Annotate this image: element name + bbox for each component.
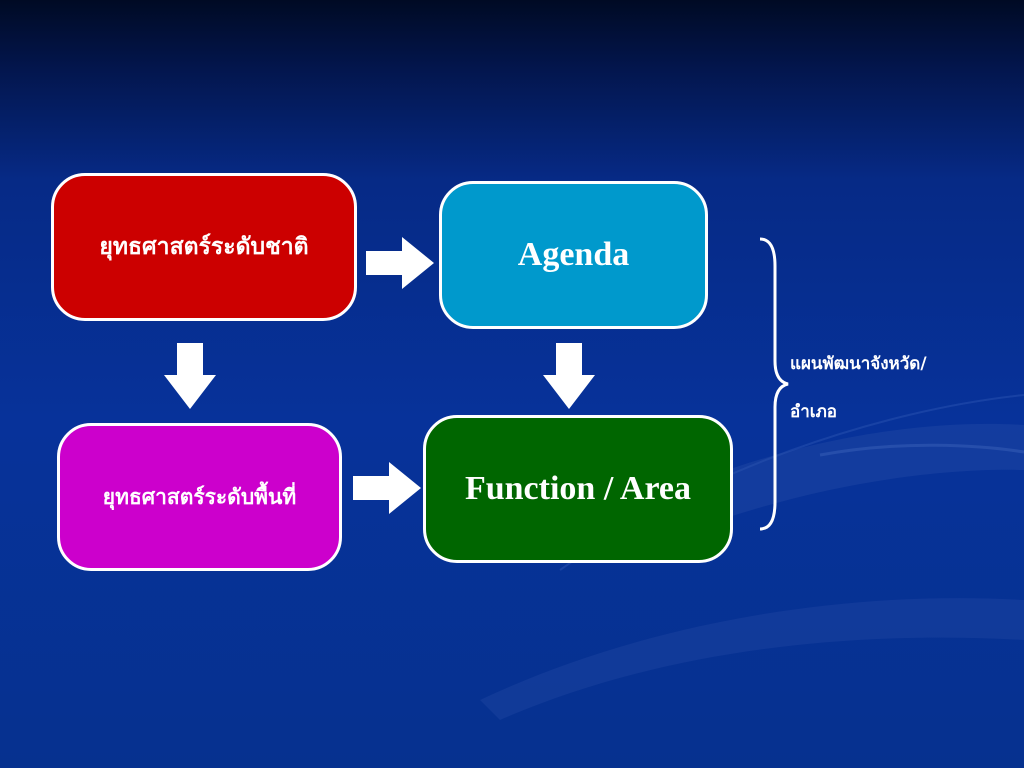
area-strategy-box: ยุทธศาสตร์ระดับพื้นที่ [57,423,342,571]
plan-label-line1: แผนพัฒนาจังหวัด/ [790,354,927,374]
function-area-box: Function / Area [423,415,733,563]
arrow-down-right [543,343,595,409]
curly-brace [759,237,789,531]
arrow-down-left [164,343,216,409]
plan-label-line2: อำเภอ [790,402,837,422]
arrow-right-top [366,237,434,289]
national-strategy-box: ยุทธศาสตร์ระดับชาติ [51,173,357,321]
arrow-right-bottom [353,462,421,514]
agenda-box: Agenda [439,181,708,329]
provincial-plan-label: แผนพัฒนาจังหวัด/ อำเภอ [790,340,1020,436]
